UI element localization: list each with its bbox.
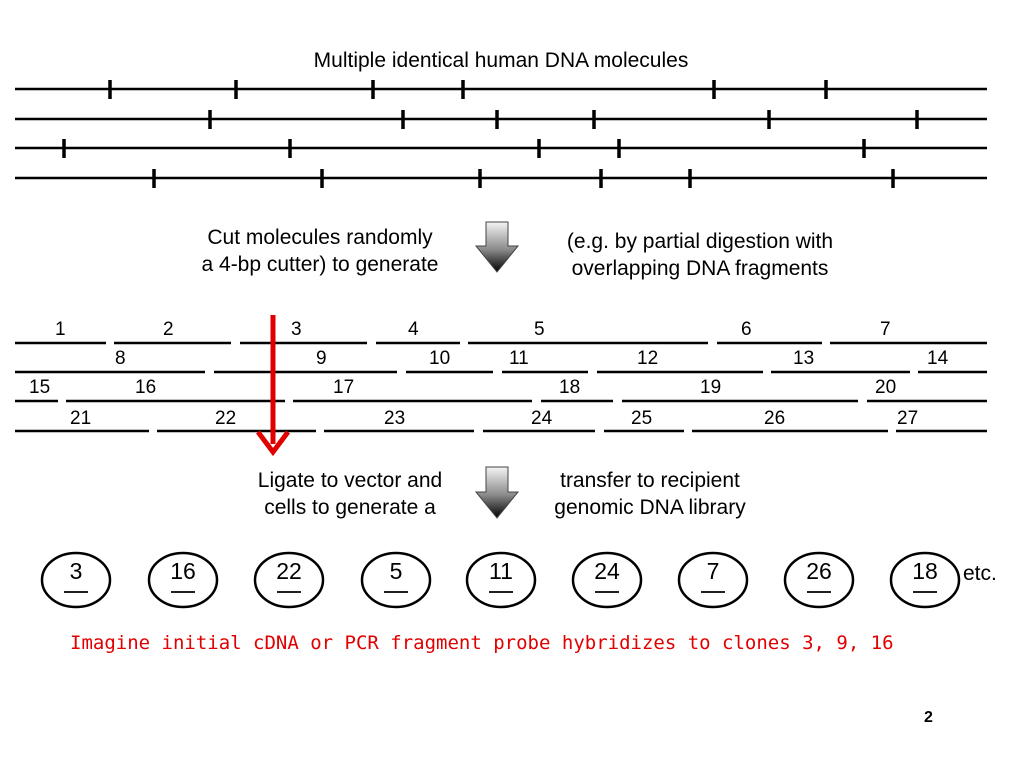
fragment-label: 21 [70,408,92,429]
dna-molecules [15,80,987,188]
fragment-label: 9 [316,348,327,369]
fragment-label: 23 [384,408,406,429]
down-arrow-icon [474,466,520,519]
step1-right-line2: overlapping DNA fragments [571,257,829,280]
clone-circle [677,551,749,609]
step1-left-line2: a 4-bp cutter) to generate [201,253,439,276]
clone-label: 18 [912,558,938,584]
etc-label: etc. [963,562,997,585]
fragment-label: 14 [927,348,949,369]
clone-label: 24 [594,558,620,584]
clone-circle [253,551,325,609]
fragment-label: 24 [531,408,553,429]
clone-circle [465,551,537,609]
footnote: Imagine initial cDNA or PCR fragment pro… [70,632,894,654]
fragment-label: 6 [741,319,752,340]
fragment-label: 16 [135,377,157,398]
fragment-label: 13 [793,348,815,369]
clone-circle [40,551,112,609]
fragment-label: 26 [764,408,786,429]
fragment-label: 2 [163,319,174,340]
step1-left-line1: Cut molecules randomly [207,226,433,249]
step1-left-caption: Cut molecules randomly a 4-bp cutter) to… [150,224,490,278]
fragment-label: 1 [55,319,66,340]
clone-label: 7 [706,558,720,584]
clone-label: 11 [489,558,513,584]
step2-left-line1: Ligate to vector and [257,469,443,492]
step2-right-caption: transfer to recipient genomic DNA librar… [520,467,780,521]
fragment-label: 17 [333,377,355,398]
clone-circle [147,551,219,609]
clone-label: 3 [69,558,83,584]
clone-circle [783,551,855,609]
dna-molecule-3 [15,139,987,158]
step2-right-line1: transfer to recipient [560,469,740,492]
clone-label: 26 [806,558,832,584]
red-down-arrow-icon [256,315,290,457]
fragment-label: 22 [215,408,237,429]
fragment-label: 27 [897,408,919,429]
fragment-label: 5 [534,319,545,340]
step2-right-line2: genomic DNA library [554,496,746,519]
fragment-label: 18 [559,377,581,398]
clone-circle [360,551,432,609]
clone-label: 5 [389,558,403,584]
clone-label: 22 [276,558,302,584]
step1-right-line1: (e.g. by partial digestion with [566,230,834,253]
fragment-label: 4 [408,319,419,340]
fragment-label: 19 [700,377,722,398]
page-number: 2 [924,709,933,726]
down-arrow-icon [474,221,520,273]
fragment-label: 15 [29,377,51,398]
page-title: Multiple identical human DNA molecules [313,49,689,72]
dna-molecule-1 [15,80,987,99]
fragment-label: 12 [637,348,659,369]
fragment-label: 11 [509,348,529,369]
step1-right-caption: (e.g. by partial digestion with overlapp… [515,228,885,282]
fragment-label: 25 [631,408,653,429]
clone-circles [40,551,961,609]
step2-left-caption: Ligate to vector and cells to generate a [220,467,480,521]
fragment-lines [15,341,987,433]
dna-molecule-4 [15,169,987,188]
fragment-label: 7 [880,319,891,340]
dna-molecule-2 [15,110,987,129]
fragment-label: 20 [875,377,897,398]
fragment-label: 8 [115,348,126,369]
clone-label: 16 [170,558,196,584]
fragment-label: 3 [291,319,302,340]
clone-circle [571,551,643,609]
step2-left-line2: cells to generate a [264,496,436,519]
clone-circle [889,551,961,609]
fragment-label: 10 [429,348,451,369]
